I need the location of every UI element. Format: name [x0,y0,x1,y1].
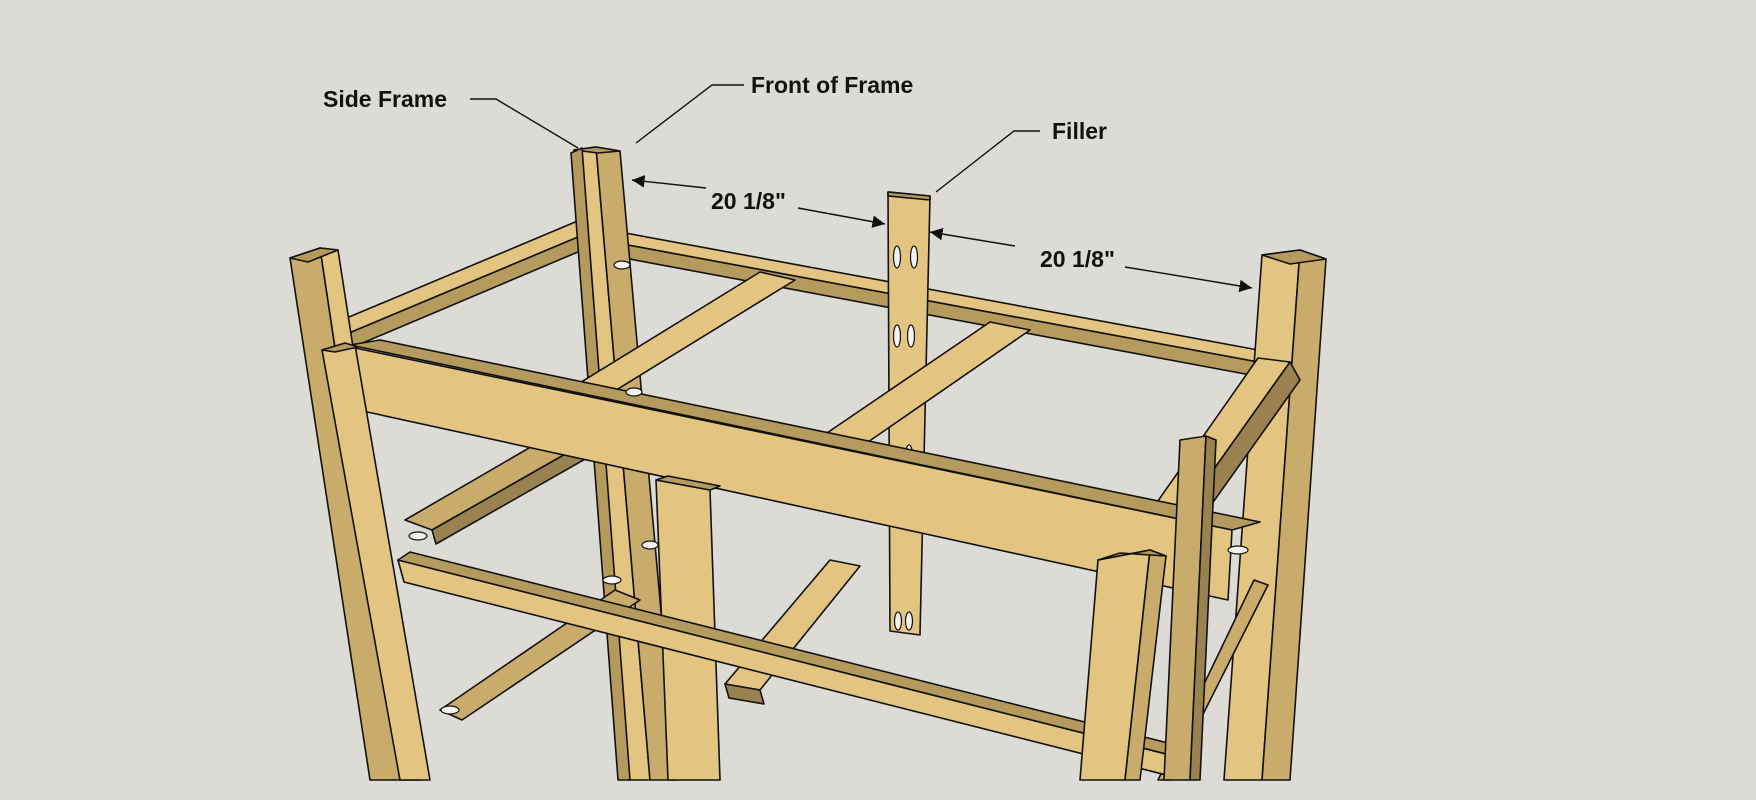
left-dimension-arrow-right [797,207,886,228]
right-dimension-arrow-right [1124,266,1253,293]
pocket-hole [408,531,428,541]
pocket-hole [892,245,902,269]
front-left-leg [321,342,431,781]
filler-leader [935,130,1040,193]
front-of-frame-label: Front of Frame [751,72,913,98]
pocket-hole [625,387,643,397]
pocket-hole [440,705,460,715]
filler-label: Filler [1052,118,1107,144]
front-right-post [1079,549,1167,781]
right-side-frame [1163,435,1217,781]
pocket-hole [892,324,902,348]
back-left-rail [329,219,593,351]
pocket-hole [904,611,914,631]
pocket-hole [602,575,622,585]
pocket-hole [893,611,903,631]
side-frame-label: Side Frame [323,86,447,112]
side-frame-leader [470,98,579,149]
front-of-frame-leader [635,84,744,144]
front-top-rail [349,339,1261,601]
right-dimension-label: 20 1/8" [1040,246,1115,272]
left-dimension-label: 20 1/8" [711,188,786,214]
right-dimension-arrow-left [929,227,1016,247]
back-right-post [1223,249,1327,781]
pocket-hole [641,540,659,550]
pocket-hole [1227,545,1249,555]
pocket-hole [613,260,631,270]
pocket-hole [909,245,919,269]
left-dimension-arrow-left [631,175,707,189]
pocket-hole [906,324,916,348]
